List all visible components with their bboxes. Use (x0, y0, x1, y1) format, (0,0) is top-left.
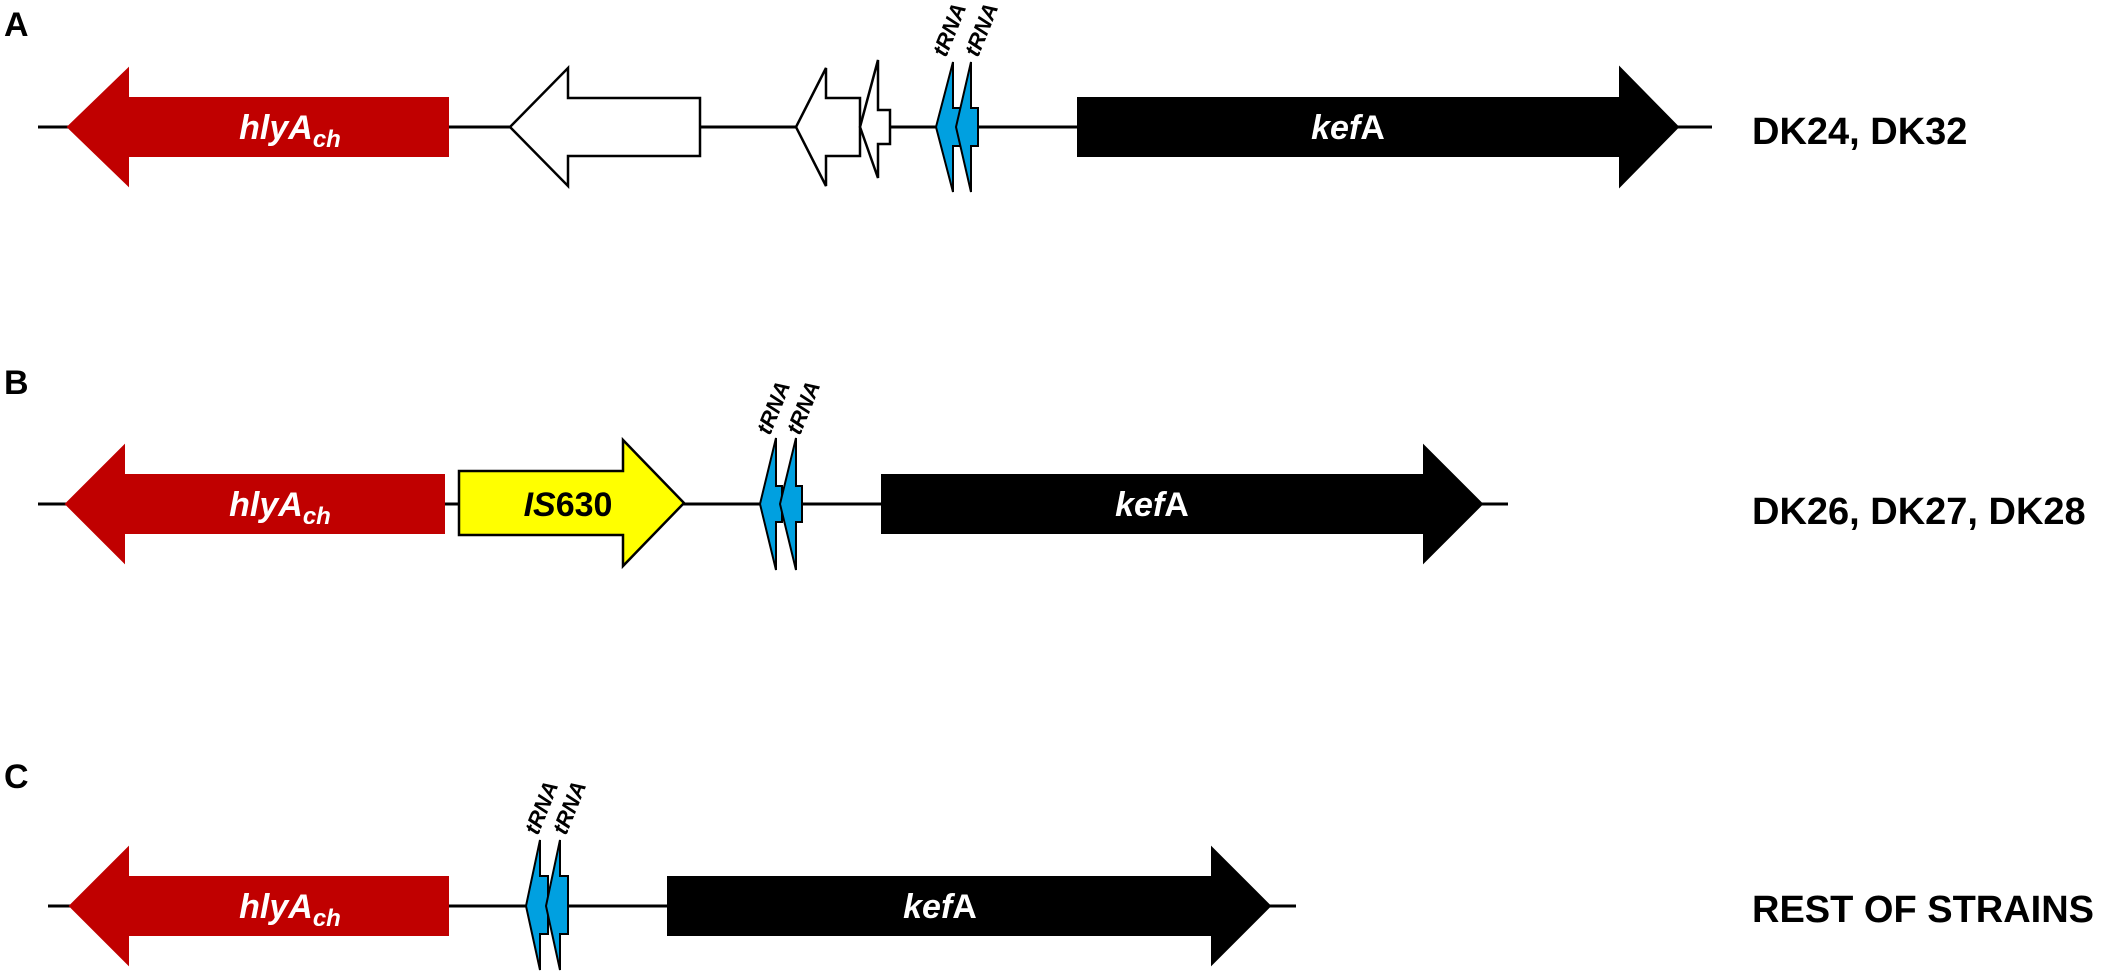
panel-a-hly-label: hlyAch (239, 109, 341, 153)
panel-c-trna-2 (544, 839, 569, 971)
panel-a-strains: DK24, DK32 (1752, 111, 1967, 153)
panel-c-trna-1 (524, 839, 549, 971)
panel-a-orf-1 (508, 64, 702, 190)
panel-b-kef-label: kefA (1115, 486, 1189, 524)
panel-c-kef-gene (667, 845, 1272, 967)
panel-b-kef-gene (881, 443, 1484, 565)
panel-c-letter: C (4, 758, 29, 796)
panel-b-trna-2 (778, 437, 803, 571)
panel-a-trna-2 (954, 61, 979, 193)
panel-a-orf-2 (794, 67, 862, 187)
panel-a: A hlyAch tRNA tRNA kefA DK24, DK32 (4, 0, 1967, 193)
panel-a-letter: A (4, 6, 29, 44)
panel-b-is630-label: IS630 (524, 486, 613, 524)
panel-a-orf-3 (858, 59, 892, 179)
panel-b: B hlyAch IS630 tRNA tRNA kefA DK26, DK27… (4, 364, 2086, 571)
panel-a-hly-gene (66, 66, 449, 188)
panel-c-hly-label: hlyAch (239, 888, 341, 932)
panel-b-trna-1 (758, 437, 783, 571)
panel-b-letter: B (4, 364, 29, 402)
panel-a-kef-gene (1077, 65, 1680, 189)
panel-c-hly-gene (68, 845, 449, 967)
panel-b-is630-gene (457, 436, 686, 570)
panel-a-trna-1 (934, 61, 961, 193)
panel-b-hly-label: hlyAch (229, 486, 331, 530)
panel-c: C hlyAch tRNA tRNA kefA REST OF STRAINS (4, 758, 2094, 971)
panel-c-strains: REST OF STRAINS (1752, 889, 2094, 931)
panel-b-strains: DK26, DK27, DK28 (1752, 491, 2086, 533)
panel-c-kef-label: kefA (903, 888, 977, 926)
panel-a-kef-label: kefA (1311, 109, 1385, 147)
panel-b-hly-gene (64, 443, 445, 565)
